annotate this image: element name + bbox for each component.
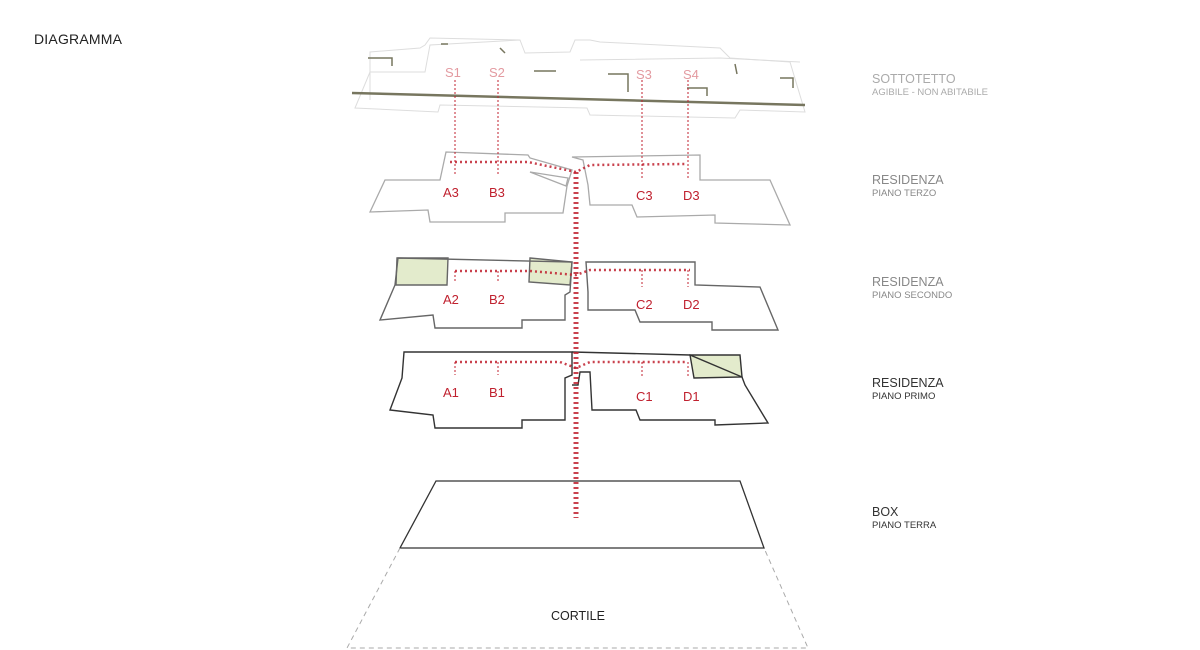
level-name: BOX: [872, 505, 899, 519]
level-sub: PIANO SECONDO: [872, 290, 953, 301]
unit-label: A2: [443, 292, 459, 307]
level-name: RESIDENZA: [872, 275, 944, 289]
level-name: RESIDENZA: [872, 376, 944, 390]
first-unit-labels: A1 B1 C1 D1: [443, 385, 700, 404]
level-sub: PIANO PRIMO: [872, 391, 936, 402]
diagram-title: DIAGRAMMA: [34, 31, 123, 47]
unit-label: S3: [636, 67, 652, 82]
unit-label: D1: [683, 389, 700, 404]
unit-label: A1: [443, 385, 459, 400]
level-sub: AGIBILE - NON ABITABILE: [872, 87, 988, 98]
second-unit-labels: A2 B2 C2 D2: [443, 292, 700, 312]
level-name: RESIDENZA: [872, 173, 944, 187]
corridor-paths: [450, 160, 690, 370]
courtyard-label: CORTILE: [551, 609, 605, 623]
level-name: SOTTOTETTO: [872, 72, 956, 86]
unit-label: B1: [489, 385, 505, 400]
unit-arrows: [454, 80, 689, 378]
unit-label: A3: [443, 185, 459, 200]
unit-label: B2: [489, 292, 505, 307]
green-room: [395, 257, 449, 286]
ground-floor-box: [398, 480, 765, 549]
courtyard-outline: [346, 547, 809, 649]
third-unit-labels: A3 B3 C3 D3: [443, 185, 700, 203]
second-floor: [378, 257, 780, 331]
unit-label: D2: [683, 297, 700, 312]
attic-floor: [351, 37, 806, 119]
unit-label: S2: [489, 65, 505, 80]
level-label-second: RESIDENZA PIANO SECONDO: [872, 275, 952, 301]
unit-label: C2: [636, 297, 653, 312]
unit-label: S4: [683, 67, 699, 82]
unit-label: C3: [636, 188, 653, 203]
level-label-ground: BOX PIANO TERRA: [872, 505, 936, 531]
unit-label: D3: [683, 188, 700, 203]
unit-label: C1: [636, 389, 653, 404]
level-label-first: RESIDENZA PIANO PRIMO: [872, 376, 944, 402]
level-sub: PIANO TERRA: [872, 520, 937, 531]
unit-label: S1: [445, 65, 461, 80]
level-label-third: RESIDENZA PIANO TERZO: [872, 173, 944, 199]
third-floor: [368, 151, 792, 226]
level-sub: PIANO TERZO: [872, 188, 937, 199]
unit-label: B3: [489, 185, 505, 200]
attic-unit-labels: S1 S2 S3 S4: [445, 65, 699, 82]
first-floor: [389, 351, 770, 429]
level-label-attic: SOTTOTETTO AGIBILE - NON ABITABILE: [872, 72, 988, 98]
